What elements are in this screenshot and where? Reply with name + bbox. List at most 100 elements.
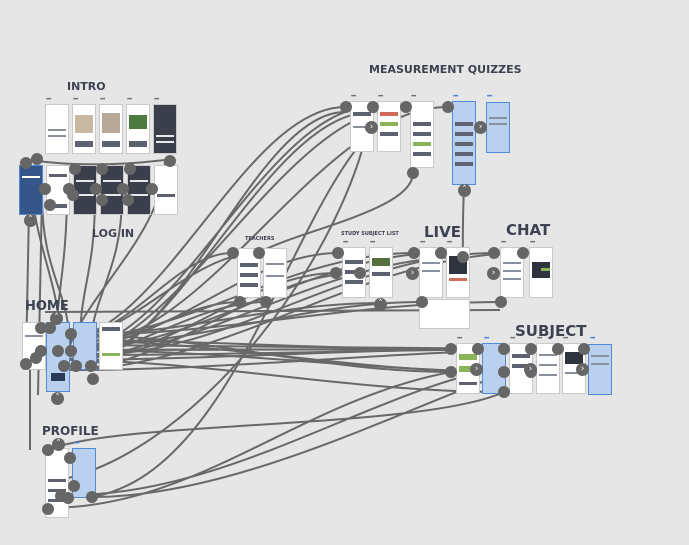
screen-menu-dots[interactable]: ••• [457, 336, 462, 342]
screen-menu-dots[interactable]: ••• [343, 240, 348, 246]
circle-node-icon[interactable] [52, 345, 64, 357]
circle-node-icon[interactable] [85, 360, 97, 372]
screen-menu-dots[interactable]: ••• [378, 94, 383, 100]
quiz-screen-5[interactable] [486, 102, 510, 153]
circle-node-icon[interactable] [58, 360, 70, 372]
circle-node-icon[interactable] [525, 343, 537, 355]
quiz-screen-3[interactable] [410, 101, 434, 168]
circle-node-icon[interactable] [96, 194, 108, 206]
chat-screen-1[interactable] [500, 247, 524, 298]
circle-node-icon[interactable] [70, 360, 82, 372]
circle-node-icon[interactable] [20, 157, 32, 169]
circle-node-icon[interactable] [260, 296, 272, 308]
circle-node-icon[interactable] [124, 163, 136, 175]
intro-screen-3[interactable] [99, 104, 123, 154]
quiz-screen-2[interactable] [377, 101, 401, 152]
circle-node-icon[interactable] [457, 251, 469, 263]
circle-node-icon[interactable] [517, 247, 529, 259]
circle-node-icon[interactable] [68, 480, 80, 492]
screen-menu-dots[interactable]: ••• [420, 240, 425, 246]
circle-node-icon[interactable] [408, 247, 420, 259]
subject-screen-6[interactable] [588, 344, 612, 395]
screen-menu-dots[interactable]: ••• [530, 240, 535, 246]
circle-node-icon[interactable] [367, 101, 379, 113]
circle-node-icon[interactable] [416, 296, 428, 308]
circle-node-icon[interactable] [442, 101, 454, 113]
chevron-up-icon[interactable]: ˄ [374, 298, 387, 311]
chevron-right-icon[interactable]: › [524, 363, 537, 376]
circle-node-icon[interactable] [67, 189, 79, 201]
intro-screen-1[interactable] [45, 104, 69, 154]
chevron-right-icon[interactable]: › [576, 363, 589, 376]
chat-screen-2[interactable] [529, 247, 553, 298]
screen-menu-dots[interactable]: ••• [154, 97, 159, 103]
circle-node-icon[interactable] [552, 343, 564, 355]
circle-node-icon[interactable] [164, 155, 176, 167]
screen-menu-dots[interactable]: ••• [74, 441, 79, 447]
circle-node-icon[interactable] [498, 386, 510, 398]
chevron-right-icon[interactable]: › [474, 121, 487, 134]
circle-node-icon[interactable] [495, 296, 507, 308]
screen-menu-dots[interactable]: ••• [351, 94, 356, 100]
circle-node-icon[interactable] [578, 343, 590, 355]
chevron-up-icon[interactable]: ˄ [24, 214, 37, 227]
screen-menu-dots[interactable]: ••• [453, 94, 458, 100]
circle-node-icon[interactable] [253, 247, 265, 259]
circle-node-icon[interactable] [39, 183, 51, 195]
circle-node-icon[interactable] [122, 194, 134, 206]
circle-node-icon[interactable] [234, 296, 246, 308]
circle-node-icon[interactable] [435, 247, 447, 259]
circle-node-icon[interactable] [498, 366, 510, 378]
circle-node-icon[interactable] [445, 343, 457, 355]
screen-menu-dots[interactable]: ••• [487, 94, 492, 100]
circle-node-icon[interactable] [42, 444, 54, 456]
circle-node-icon[interactable] [44, 199, 56, 211]
circle-node-icon[interactable] [332, 247, 344, 259]
circle-node-icon[interactable] [65, 345, 77, 357]
circle-node-icon[interactable] [86, 491, 98, 503]
screen-menu-dots[interactable]: ••• [411, 94, 416, 100]
chevron-up-icon[interactable]: ˄ [458, 184, 471, 197]
screen-menu-dots[interactable]: ••• [537, 336, 542, 342]
circle-node-icon[interactable] [498, 343, 510, 355]
screen-menu-dots[interactable]: ••• [501, 240, 506, 246]
intro-screen-5[interactable] [153, 104, 177, 154]
screen-menu-dots[interactable]: ••• [100, 97, 105, 103]
intro-screen-2[interactable] [72, 104, 96, 154]
chevron-up-icon[interactable]: ˄ [50, 312, 63, 325]
teachers-screen-2[interactable] [263, 248, 287, 298]
screen-menu-dots[interactable]: ••• [46, 97, 51, 103]
circle-node-icon[interactable] [354, 267, 366, 279]
circle-node-icon[interactable] [96, 163, 108, 175]
circle-node-icon[interactable] [340, 101, 352, 113]
chevron-up-icon[interactable]: ˄ [52, 438, 65, 451]
screen-menu-dots[interactable]: ••• [590, 336, 595, 342]
circle-node-icon[interactable] [330, 267, 342, 279]
circle-node-icon[interactable] [488, 247, 500, 259]
screen-menu-dots[interactable]: ••• [447, 240, 452, 246]
circle-node-icon[interactable] [64, 452, 76, 464]
circle-node-icon[interactable] [42, 503, 54, 515]
circle-node-icon[interactable] [20, 358, 32, 370]
chevron-right-icon[interactable]: › [406, 267, 419, 280]
quiz-screen-4[interactable] [452, 101, 476, 185]
circle-node-icon[interactable] [62, 492, 74, 504]
screen-menu-dots[interactable]: ••• [73, 97, 78, 103]
screen-menu-dots[interactable]: ••• [127, 97, 132, 103]
circle-node-icon[interactable] [69, 163, 81, 175]
circle-node-icon[interactable] [472, 343, 484, 355]
circle-node-icon[interactable] [87, 373, 99, 385]
circle-node-icon[interactable] [445, 366, 457, 378]
circle-node-icon[interactable] [30, 352, 42, 364]
home-screen-4[interactable] [99, 322, 123, 370]
circle-node-icon[interactable] [146, 183, 158, 195]
circle-node-icon[interactable] [90, 183, 102, 195]
chevron-right-icon[interactable]: › [470, 363, 483, 376]
screen-menu-dots[interactable]: ••• [370, 240, 375, 246]
circle-node-icon[interactable] [227, 247, 239, 259]
circle-node-icon[interactable] [400, 101, 412, 113]
screen-menu-dots[interactable]: ••• [510, 336, 515, 342]
circle-node-icon[interactable] [65, 328, 77, 340]
circle-node-icon[interactable] [117, 183, 129, 195]
circle-node-icon[interactable] [407, 167, 419, 179]
